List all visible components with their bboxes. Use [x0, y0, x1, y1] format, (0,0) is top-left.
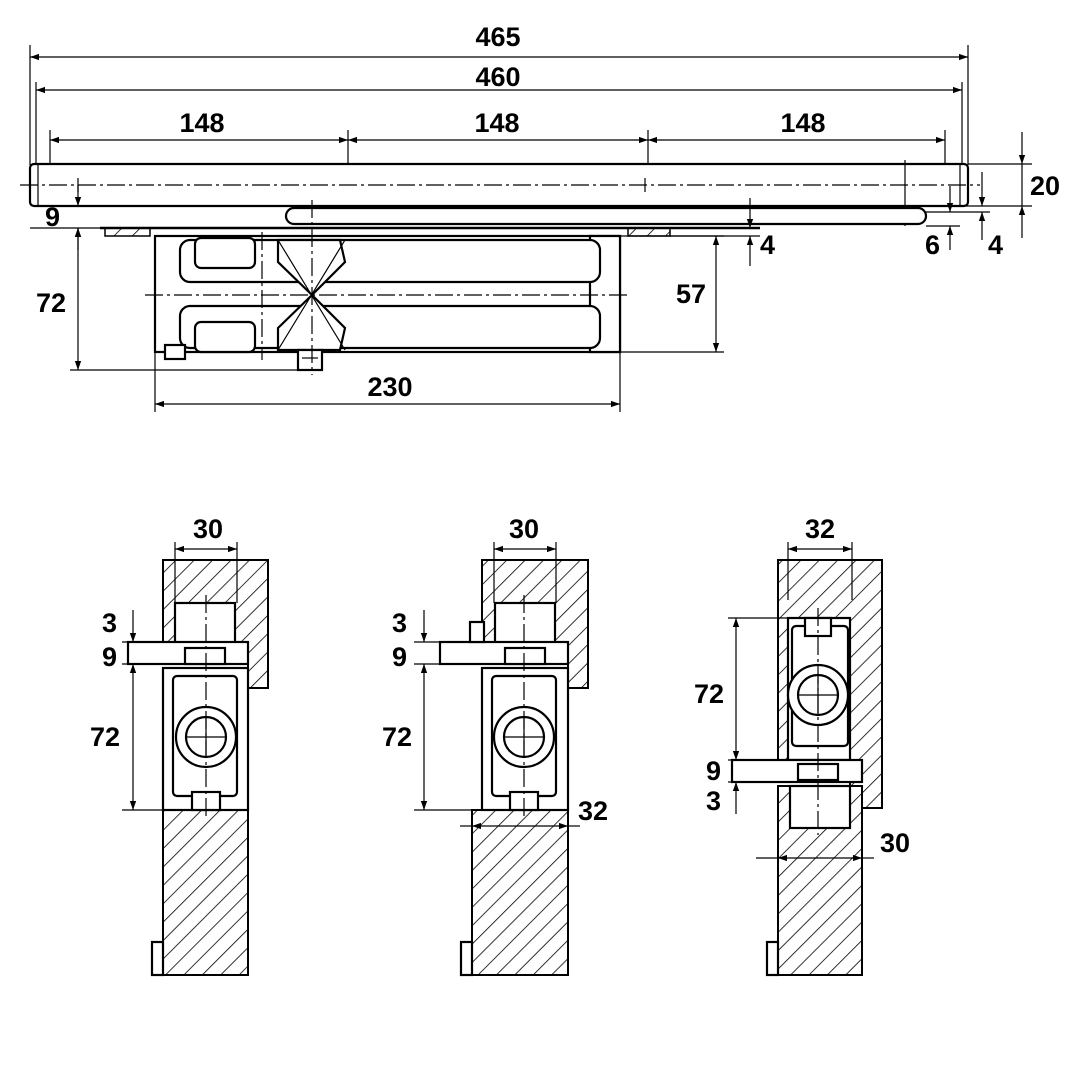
dim-465: 465	[475, 22, 520, 52]
dim-4-outer: 4	[988, 230, 1003, 260]
s1-dim-9: 9	[102, 642, 117, 672]
dim-9: 9	[45, 202, 60, 232]
s2-dim-30: 30	[509, 514, 539, 544]
dim-148-right: 148	[780, 108, 825, 138]
s2-dim-9: 9	[392, 642, 407, 672]
dim-460: 460	[475, 62, 520, 92]
section-view-3: 32 72 9 3 30	[694, 514, 910, 977]
dim-4-inner: 4	[760, 230, 775, 260]
section-view-2: 30 3 9 72 32	[382, 514, 608, 977]
dim-20: 20	[1030, 171, 1060, 201]
slider	[284, 206, 928, 226]
s3-dim-32: 32	[805, 514, 835, 544]
s3-dim-9: 9	[706, 756, 721, 786]
dim-230: 230	[367, 372, 412, 402]
dim-72: 72	[36, 288, 66, 318]
dim-6: 6	[925, 230, 940, 260]
section-view-1: 30 3 9 72	[90, 514, 269, 977]
dim-148-mid: 148	[474, 108, 519, 138]
s3-dim-72: 72	[694, 679, 724, 709]
s2-dim-3: 3	[392, 608, 407, 638]
mounting-pad-left	[104, 227, 151, 237]
s1-dim-72: 72	[90, 722, 120, 752]
top-view: 465 460 148 148 148	[20, 22, 1060, 412]
s2-dim-32: 32	[578, 796, 608, 826]
s1-dim-30: 30	[193, 514, 223, 544]
s1-dim-3: 3	[102, 608, 117, 638]
s2-dim-72: 72	[382, 722, 412, 752]
s3-dim-3: 3	[706, 786, 721, 816]
door-leaf	[471, 809, 569, 976]
dim-57: 57	[676, 279, 706, 309]
door-leaf	[162, 809, 249, 976]
adjust-screw	[296, 348, 324, 372]
dim-148-left: 148	[179, 108, 224, 138]
mounting-pad-right	[627, 227, 671, 237]
s3-dim-30: 30	[880, 828, 910, 858]
